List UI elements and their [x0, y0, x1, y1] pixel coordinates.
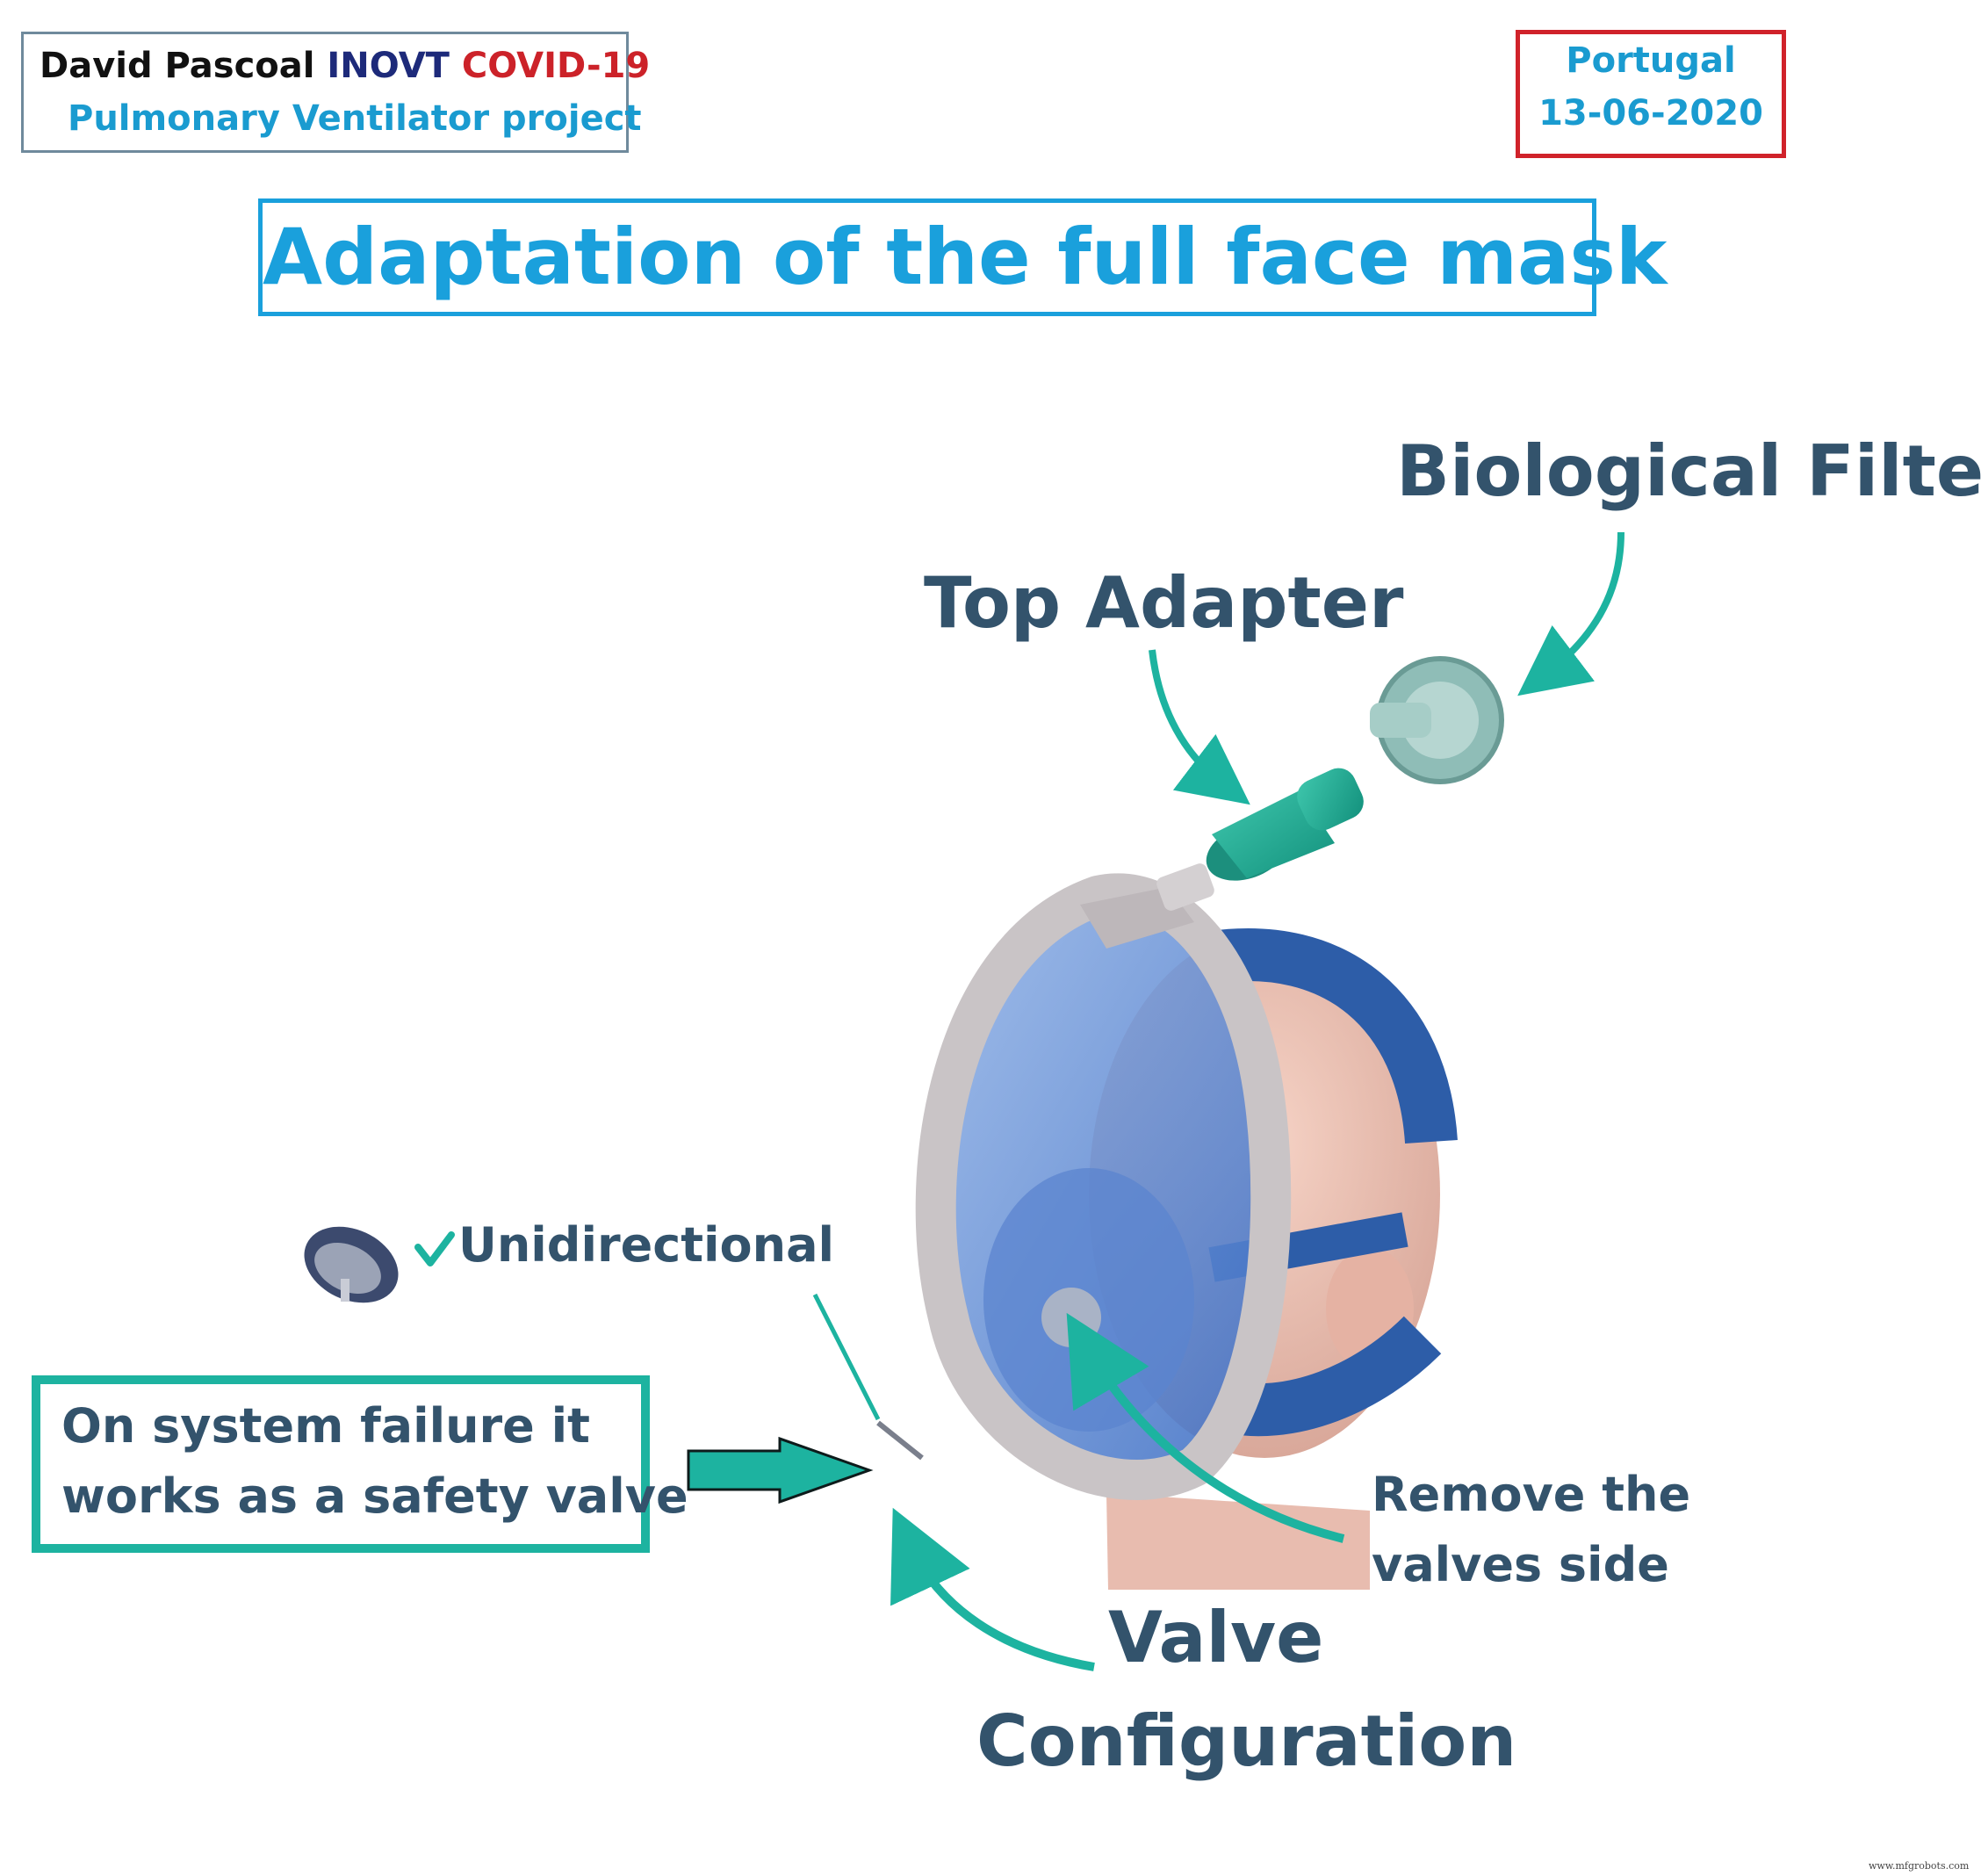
safety-note-line2: works as a safety valve	[61, 1468, 688, 1524]
project-tag: COVID-19	[461, 46, 651, 86]
location-date-box: Portugal 13-06-2020	[1516, 30, 1786, 158]
right-arrow-icon	[687, 1436, 874, 1504]
valve-configuration-label-line1: Valve	[1108, 1597, 1324, 1678]
author-line: David Pascoal INOVT COVID-19	[40, 43, 650, 89]
top-adapter-pointer	[1149, 649, 1250, 805]
unidirectional-label: Unidirectional	[458, 1217, 835, 1273]
project-name: Pulmonary Ventilator project	[68, 98, 642, 139]
date-text: 13-06-2020	[1538, 93, 1763, 133]
biological-filter-pointer	[1517, 531, 1624, 696]
valve-configuration-pointer	[890, 1507, 1095, 1671]
valve-configuration-label-line2: Configuration	[976, 1700, 1517, 1782]
safety-valve-part	[876, 1420, 924, 1461]
top-adapter-label: Top Adapter	[924, 562, 1404, 644]
organization-name: INOVT	[327, 46, 450, 86]
remove-valves-label-line2: valves side	[1372, 1537, 1669, 1592]
unidirectional-pointer	[812, 1293, 881, 1421]
safety-note-box: On system failure it works as a safety v…	[32, 1375, 688, 1553]
location-text: Portugal	[1566, 40, 1736, 81]
author-name: David Pascoal	[40, 46, 315, 86]
biological-filter-label: Biological Filter	[1396, 430, 1981, 512]
title-box: Adaptation of the full face mask	[258, 198, 1668, 316]
full-face-mask	[915, 863, 1292, 1500]
check-icon	[414, 1231, 455, 1266]
top-adapter-part	[1206, 768, 1364, 881]
remove-valves-pointer	[1066, 1312, 1345, 1543]
biological-filter-part	[1370, 656, 1504, 784]
safety-note-line1: On system failure it	[61, 1398, 590, 1454]
unidirectional-valve-part	[304, 1226, 399, 1303]
page-title: Adaptation of the full face mask	[263, 212, 1668, 302]
author-box: David Pascoal INOVT COVID-19 Pulmonary V…	[21, 32, 650, 153]
remove-valves-label-line1: Remove the	[1372, 1467, 1691, 1522]
watermark: www.mfgrobots.com	[1869, 1860, 1970, 1872]
